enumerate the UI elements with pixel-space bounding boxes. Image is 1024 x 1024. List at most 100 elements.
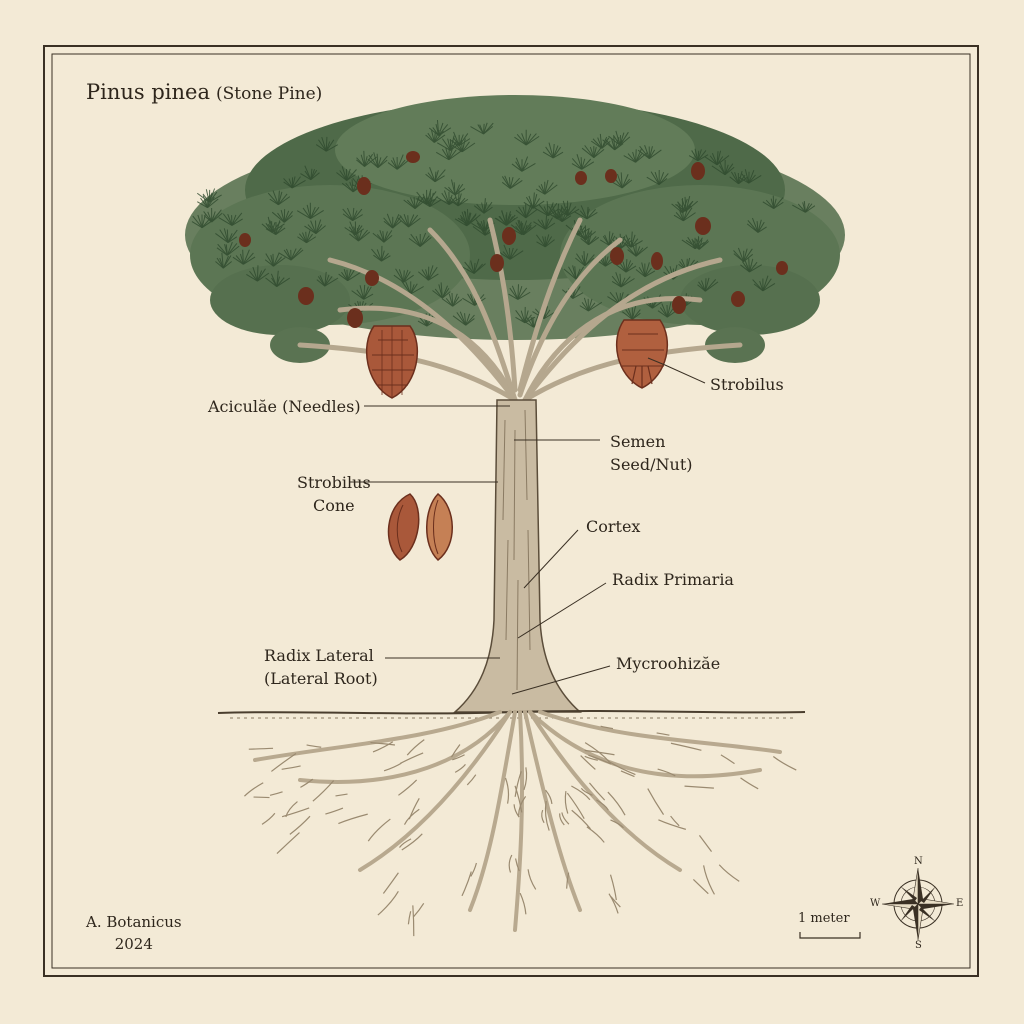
needle-stroke	[342, 208, 354, 221]
scale-bar	[799, 932, 861, 939]
needle-stroke	[256, 265, 259, 282]
needle-stroke	[561, 215, 572, 222]
needle-stroke	[523, 201, 534, 209]
needle-stroke	[392, 213, 400, 229]
needle-stroke	[383, 231, 388, 243]
needle-stroke	[383, 230, 393, 243]
leader-mycorrhizae	[511, 665, 611, 695]
needle-stroke	[532, 193, 538, 209]
needle-stroke	[429, 190, 431, 207]
needle-stroke	[711, 152, 718, 165]
needle-stroke	[449, 139, 460, 147]
needle-stroke	[285, 248, 292, 261]
needle-stroke	[207, 196, 215, 208]
needle-stroke	[623, 155, 636, 163]
root-hair	[370, 742, 396, 746]
needle-stroke	[615, 272, 622, 288]
needle-stroke	[738, 176, 749, 185]
label-radix-lateral: Radix Lateral (Lateral Root)	[264, 644, 378, 690]
root-hair	[514, 858, 520, 872]
root-hair	[584, 749, 615, 756]
needle-stroke	[593, 146, 602, 158]
needle-stroke	[443, 190, 450, 205]
needle-stroke	[499, 215, 507, 226]
needle-stroke	[197, 214, 203, 228]
needle-stroke	[364, 156, 377, 167]
needle-stroke	[396, 154, 404, 170]
needle-stroke	[341, 166, 348, 181]
needle-stroke	[803, 201, 806, 213]
needle-stroke	[227, 214, 233, 226]
needle-stroke	[515, 157, 523, 172]
needle-stroke	[410, 233, 421, 247]
needle-stroke	[638, 266, 646, 277]
needle-stroke	[574, 211, 588, 220]
needle-stroke	[473, 263, 486, 274]
needle-stroke	[548, 142, 554, 159]
needle-stroke	[588, 236, 600, 246]
needle-stroke	[744, 169, 750, 184]
needle-stroke	[576, 253, 586, 267]
needle-stroke	[434, 169, 446, 183]
needle-stroke	[586, 212, 598, 220]
needle-stroke	[376, 249, 382, 262]
needle-stroke	[200, 197, 208, 208]
needle-stroke	[525, 135, 540, 146]
needle-stroke	[392, 215, 402, 229]
needle-stroke	[271, 211, 285, 223]
needle-stroke	[291, 176, 296, 189]
needle-stroke	[377, 159, 388, 169]
needle-stroke	[757, 219, 762, 233]
needle-stroke	[428, 273, 439, 281]
needle-stroke	[528, 195, 534, 209]
needle-stroke	[552, 145, 559, 159]
needle-stroke	[711, 165, 726, 176]
root-hair	[608, 893, 619, 914]
needle-stroke	[730, 171, 739, 185]
needle-stroke	[740, 264, 750, 273]
needle-stroke	[461, 141, 470, 153]
needle-stroke	[698, 281, 706, 292]
root-hair	[670, 815, 680, 827]
needle-stroke	[413, 197, 416, 209]
needle-stroke	[584, 145, 595, 158]
needle-stroke	[577, 226, 586, 236]
needle-stroke	[373, 152, 379, 168]
needle-stroke	[648, 149, 656, 159]
needle-stroke	[515, 225, 523, 235]
needle-stroke	[532, 198, 541, 209]
needle-stroke	[397, 217, 409, 228]
needle-stroke	[543, 306, 549, 319]
needle-stroke	[456, 312, 467, 326]
needle-stroke	[470, 126, 484, 135]
needle-stroke	[448, 186, 456, 196]
needle-stroke	[471, 222, 485, 232]
root-hair	[657, 768, 676, 777]
needle-stroke	[222, 261, 232, 269]
needle-stroke	[639, 145, 650, 159]
needle-stroke	[436, 196, 450, 205]
needle-stroke	[521, 162, 536, 172]
needle-stroke	[679, 210, 684, 221]
needle-stroke	[454, 183, 464, 196]
needle-stroke	[382, 231, 385, 243]
needle-stroke	[347, 269, 352, 281]
needle-stroke	[352, 178, 359, 192]
needle-stroke	[453, 131, 460, 146]
compass-rose	[881, 867, 955, 941]
needle-stroke	[505, 216, 519, 226]
root-hair	[571, 785, 591, 801]
needle-stroke	[276, 277, 285, 287]
needle-stroke	[257, 272, 270, 282]
root-hair	[400, 752, 424, 764]
needle-stroke	[398, 269, 405, 283]
needle-stroke	[356, 289, 365, 300]
needle-stroke	[438, 124, 449, 136]
leader-strobilus-right	[647, 357, 706, 384]
needle-stroke	[650, 171, 660, 185]
needle-stroke	[587, 298, 593, 312]
root-hair	[470, 862, 477, 877]
needle-stroke	[273, 257, 286, 267]
needle-stroke	[584, 257, 595, 267]
root-hair	[325, 807, 344, 815]
